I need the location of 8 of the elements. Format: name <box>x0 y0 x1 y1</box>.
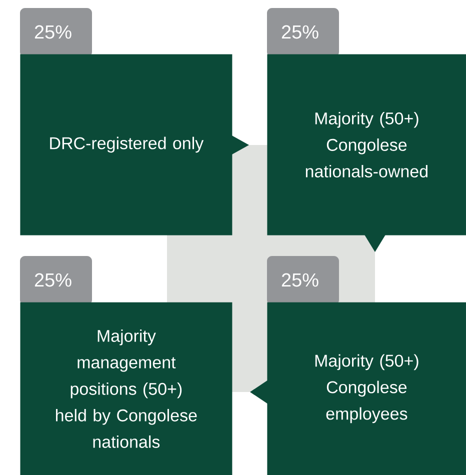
callout-box: Majority (50+) Congolese employees <box>250 302 466 475</box>
callout-box: Majority management positions (50+) held by Congolese nationals <box>20 302 232 475</box>
percent-tab: 25% <box>20 256 92 305</box>
percent-tab: 25% <box>267 8 339 57</box>
percent-tab: 25% <box>20 8 92 57</box>
callout-box: DRC-registered only <box>20 54 249 236</box>
callout-box: Majority (50+) Congolese nationals-owned <box>267 54 466 252</box>
percent-tab: 25% <box>267 256 339 305</box>
